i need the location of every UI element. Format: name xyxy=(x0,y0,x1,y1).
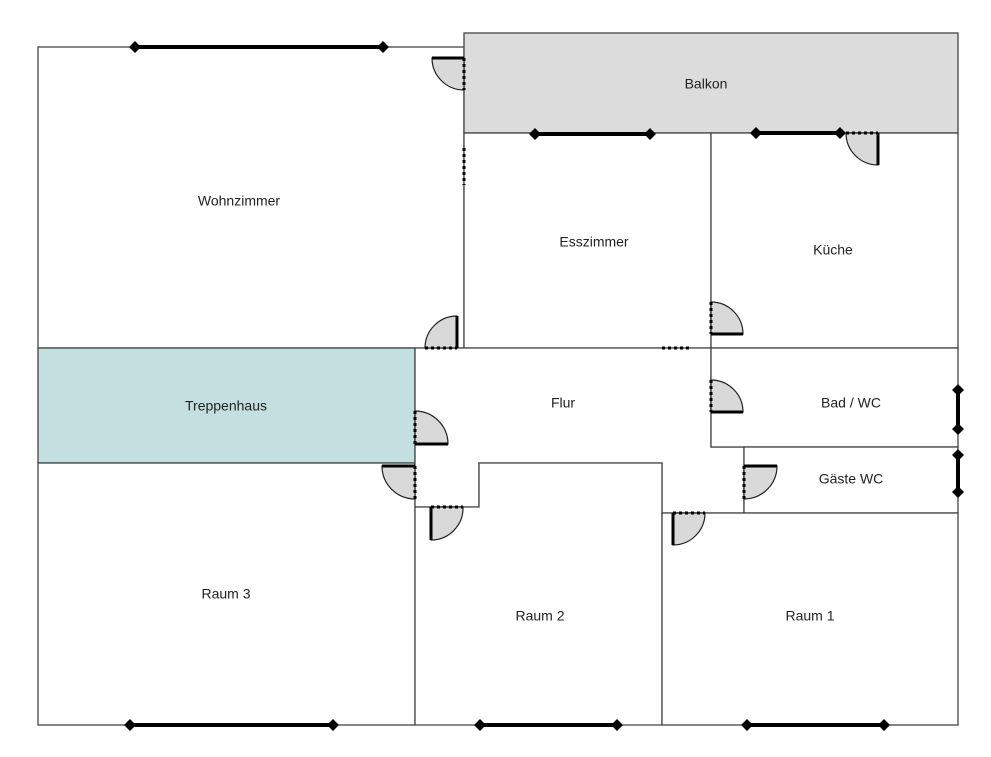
label-raum3: Raum 3 xyxy=(201,586,250,602)
label-bad-wc: Bad / WC xyxy=(821,395,881,411)
room-balkon[interactable] xyxy=(463,32,959,134)
window-bad xyxy=(952,384,964,435)
label-treppenhaus: Treppenhaus xyxy=(185,398,267,414)
room-treppenhaus[interactable] xyxy=(37,347,416,464)
room-raum1[interactable] xyxy=(661,512,959,726)
label-raum1: Raum 1 xyxy=(785,608,834,624)
door-raum3-flur[interactable] xyxy=(381,464,417,500)
windows xyxy=(124,41,964,731)
room-raum2[interactable] xyxy=(414,462,663,726)
label-wohnzimmer: Wohnzimmer xyxy=(198,193,281,209)
label-gaeste-wc: Gäste WC xyxy=(819,471,884,487)
door-kueche-balkon[interactable] xyxy=(845,131,880,166)
room-bad-wc[interactable] xyxy=(710,347,959,448)
door-bad-flur[interactable] xyxy=(709,379,744,414)
door-treppenhaus-flur[interactable] xyxy=(413,410,449,446)
window-esszimmer xyxy=(529,128,656,140)
label-flur: Flur xyxy=(551,395,575,411)
room-wohnzimmer[interactable] xyxy=(37,46,465,349)
door-raum1-flur[interactable] xyxy=(671,511,706,546)
label-kueche: Küche xyxy=(813,242,853,258)
label-raum2: Raum 2 xyxy=(515,608,564,624)
label-balkon: Balkon xyxy=(685,76,728,92)
door-gaeste-wc-flur[interactable] xyxy=(742,464,778,500)
door-kueche-flur[interactable] xyxy=(709,301,744,336)
window-kueche xyxy=(750,127,846,139)
window-raum2 xyxy=(474,719,623,731)
window-wohnzimmer xyxy=(129,41,389,53)
window-raum1 xyxy=(741,719,890,731)
window-gaeste-wc xyxy=(952,449,964,498)
room-gaeste-wc[interactable] xyxy=(743,446,959,514)
door-wohnzimmer-balkon[interactable] xyxy=(431,56,466,91)
door-raum2-flur[interactable] xyxy=(429,505,464,541)
room-kueche[interactable] xyxy=(710,132,959,349)
label-esszimmer: Esszimmer xyxy=(559,234,629,250)
room-raum3[interactable] xyxy=(37,462,416,726)
door-wohnzimmer-flur[interactable] xyxy=(424,315,459,350)
window-raum3 xyxy=(124,719,339,731)
